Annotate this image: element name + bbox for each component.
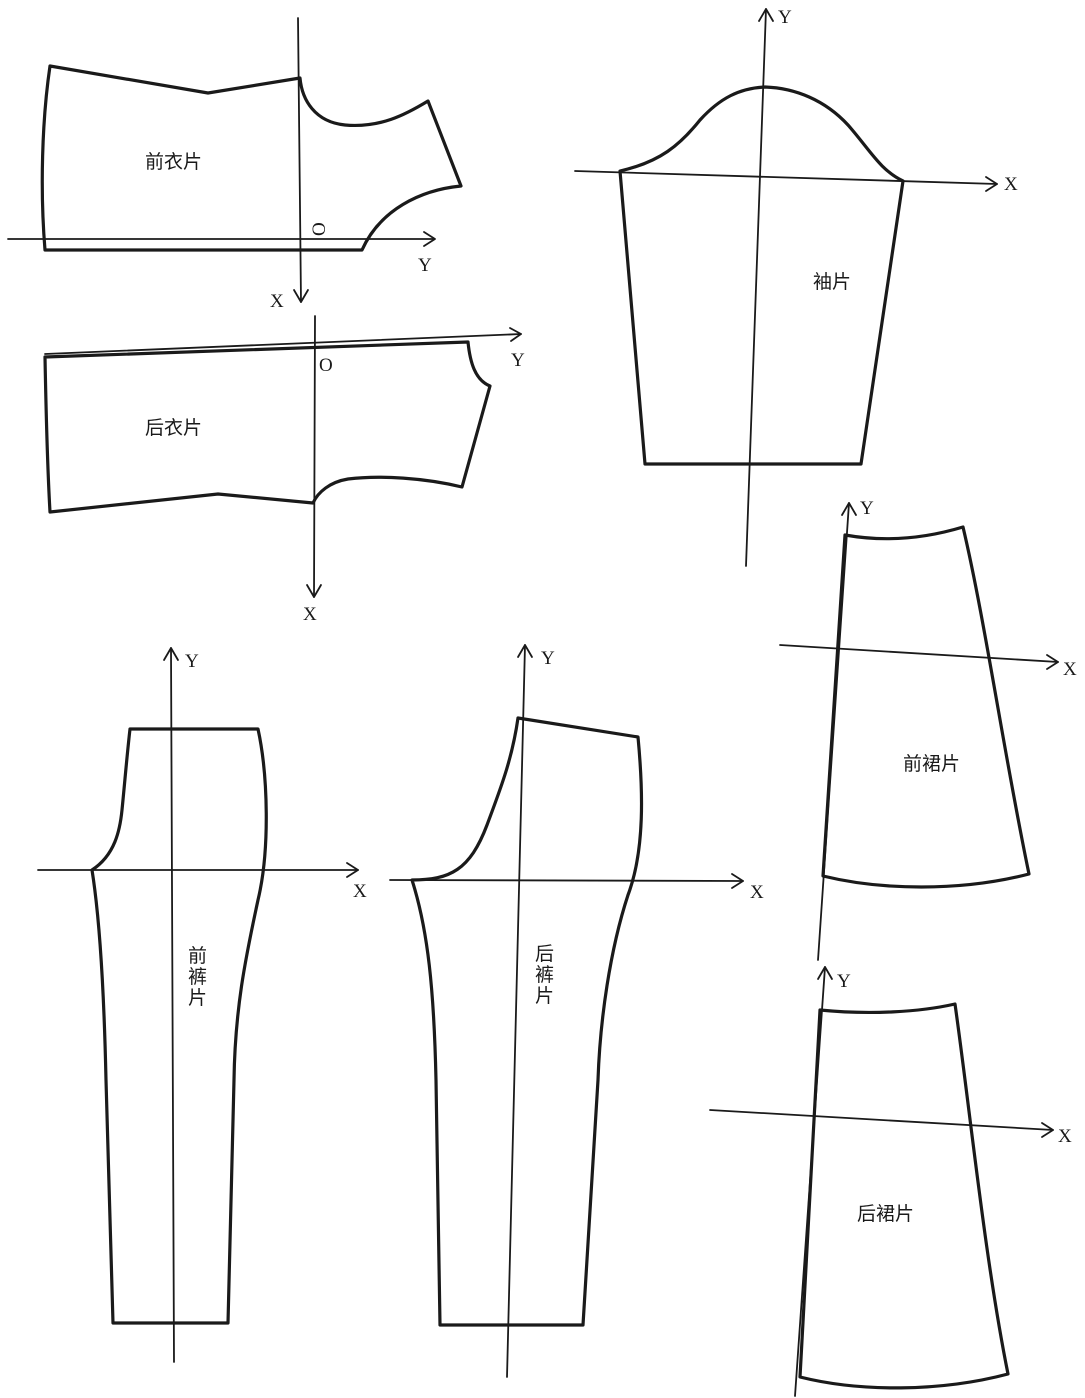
back-skirt-group: Y X 后裙片 [709, 966, 1072, 1397]
back-bodice-group: Y X O 后衣片 [43, 315, 525, 625]
front-bodice-x-label: X [270, 291, 284, 312]
back-trouser-label-2: 裤 [535, 964, 554, 986]
back-skirt-x-label: X [1058, 1126, 1072, 1147]
front-trouser-group: Y X 前 裤 片 [37, 647, 367, 1363]
front-bodice-x-axis [297, 17, 302, 303]
front-bodice-outline [40, 64, 463, 252]
front-trouser-y-axis [170, 647, 175, 1363]
front-trouser-x-arrow [346, 862, 359, 878]
front-trouser-y-arrow [163, 647, 179, 661]
back-skirt-label: 后裙片 [857, 1203, 914, 1225]
front-trouser-y-label: Y [185, 651, 199, 672]
front-bodice-label: 前衣片 [145, 151, 202, 173]
front-skirt-x-axis [779, 644, 1059, 663]
front-trouser-label-1: 前 [188, 945, 207, 967]
front-bodice-y-arrow [423, 231, 436, 247]
front-skirt-outline [821, 525, 1031, 889]
back-skirt-x-arrow [1041, 1122, 1054, 1138]
back-skirt-y-label: Y [837, 971, 851, 992]
sleeve-y-arrow [758, 8, 774, 22]
sleeve-x-label: X [1004, 174, 1018, 195]
front-skirt-y-axis [817, 502, 850, 961]
front-bodice-y-label: Y [418, 255, 432, 276]
back-bodice-outline [43, 340, 492, 514]
back-bodice-origin-label: O [319, 355, 333, 376]
front-skirt-x-label: X [1063, 659, 1077, 680]
back-skirt-y-axis [794, 966, 826, 1397]
back-bodice-y-arrow [509, 327, 522, 342]
back-trouser-x-axis [389, 879, 744, 882]
back-trouser-y-label: Y [541, 648, 555, 669]
back-trouser-y-arrow [517, 644, 533, 658]
sleeve-x-arrow [985, 176, 998, 192]
sleeve-outline [618, 85, 905, 466]
back-trouser-label-3: 片 [535, 985, 554, 1007]
back-skirt-outline [798, 1002, 1010, 1390]
back-trouser-group: Y X 后 裤 片 [389, 644, 764, 1378]
front-skirt-x-arrow [1046, 654, 1059, 670]
back-trouser-outline [410, 716, 644, 1327]
front-bodice-group: Y X O 前衣片 [7, 17, 463, 312]
sleeve-y-label: Y [778, 7, 792, 28]
sleeve-x-axis [574, 170, 998, 185]
front-trouser-label-3: 片 [188, 987, 207, 1009]
back-bodice-x-arrow [306, 584, 322, 598]
sleeve-y-axis [745, 8, 767, 567]
back-trouser-x-arrow [731, 873, 744, 889]
front-skirt-y-label: Y [860, 498, 874, 519]
back-bodice-x-label: X [303, 604, 317, 625]
back-bodice-label: 后衣片 [145, 417, 202, 439]
front-bodice-origin-label: O [309, 222, 330, 236]
front-bodice-x-arrow [293, 289, 309, 303]
back-bodice-y-axis [44, 333, 522, 355]
front-skirt-label: 前裙片 [903, 753, 960, 775]
back-bodice-y-label: Y [511, 350, 525, 371]
front-trouser-label-2: 裤 [188, 966, 207, 988]
sleeve-group: Y X 袖片 [574, 7, 1018, 567]
back-bodice-x-axis [313, 315, 316, 598]
front-skirt-group: Y X 前裙片 [779, 498, 1077, 961]
sleeve-label: 袖片 [813, 271, 851, 293]
back-skirt-x-axis [709, 1109, 1054, 1131]
front-skirt-y-arrow [841, 502, 857, 516]
back-trouser-label-1: 后 [535, 943, 554, 965]
front-trouser-x-label: X [353, 881, 367, 902]
front-trouser-outline [90, 727, 268, 1325]
back-trouser-x-label: X [750, 882, 764, 903]
back-skirt-y-arrow [817, 966, 833, 980]
back-trouser-y-axis [506, 644, 526, 1378]
